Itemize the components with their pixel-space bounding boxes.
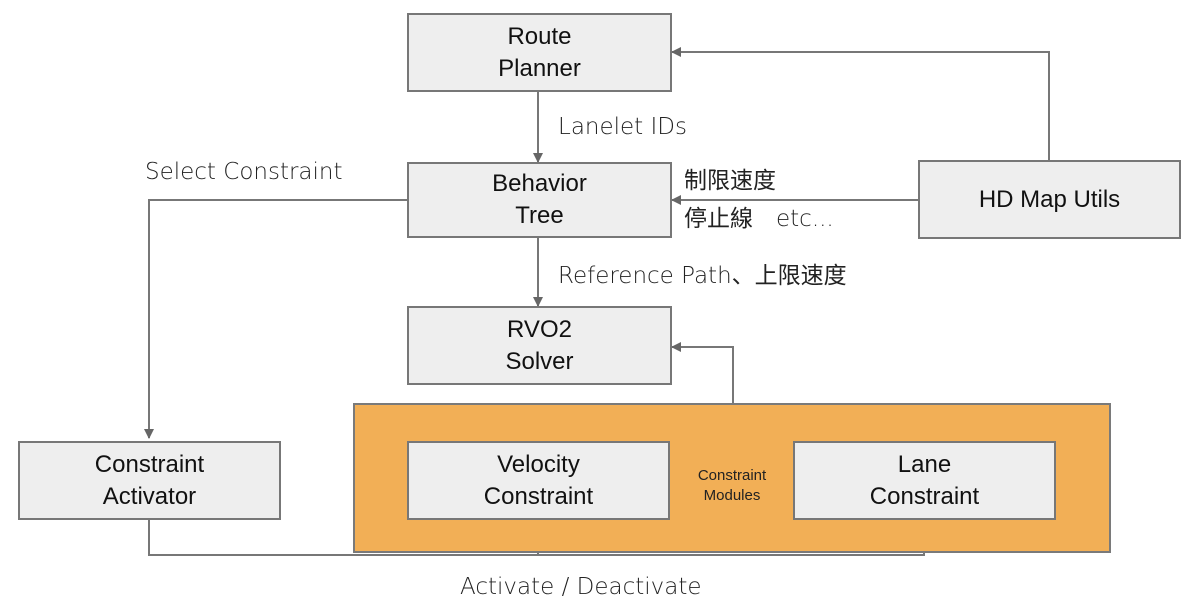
edge-behavior-tree-to-activator [144,199,407,439]
activate-deactivate-label: Activate / Deactivate [460,574,702,600]
velocity-constraint-node: Velocity Constraint [407,441,670,520]
constraint-activator-node: Constraint Activator [18,441,281,520]
constraint-modules-label: Constraint Modules [697,467,767,504]
stop-line-label: 停止線 etc... [684,206,834,232]
behavior-tree-node: Behavior Tree [407,162,672,238]
speed-limit-label: 制限速度 [684,168,776,194]
rvo2-solver-node: RVO2 Solver [407,306,672,385]
select-constraint-label: Select Constraint [145,159,343,185]
edge-modules-to-rvo2 [671,342,734,403]
route-planner-node: Route Planner [407,13,672,92]
lanelet-ids-label: Lanelet IDs [558,114,687,140]
reference-path-label: Reference Path、上限速度 [558,263,847,289]
hd-map-utils-node: HD Map Utils [918,160,1181,239]
edge-hdmap-to-route-planner [671,47,1050,166]
lane-constraint-node: Lane Constraint [793,441,1056,520]
